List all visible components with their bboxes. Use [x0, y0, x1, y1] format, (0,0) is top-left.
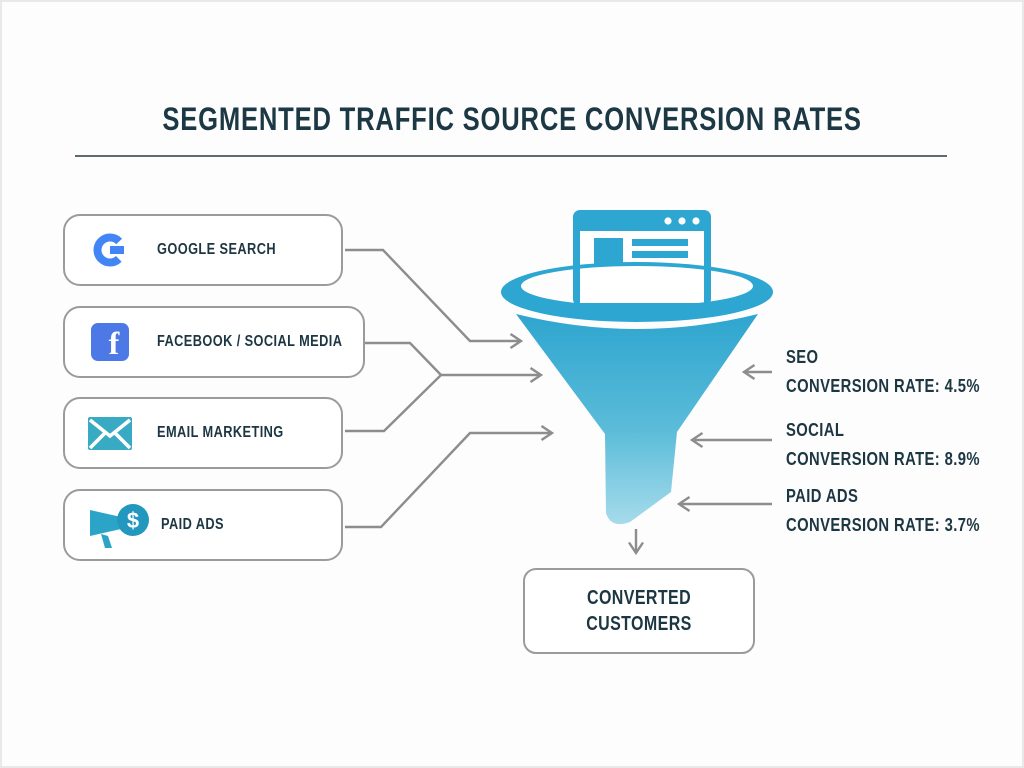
page-title: SEGMENTED TRAFFIC SOURCE CONVERSION RATE… [0, 101, 1024, 138]
rate-value: CONVERSION RATE: 3.7% [786, 514, 980, 535]
page-title-text: SEGMENTED TRAFFIC SOURCE CONVERSION RATE… [162, 101, 862, 137]
svg-text:$: $ [127, 508, 139, 533]
rate-name: SEO [786, 346, 819, 367]
browser-dot-icon [692, 217, 700, 225]
google-icon [87, 227, 133, 273]
connector-google-to-funnel [345, 248, 524, 349]
source-box-google-search: GOOGLE SEARCH [63, 214, 343, 286]
svg-text:f: f [109, 325, 120, 361]
source-label: EMAIL MARKETING [157, 424, 284, 441]
converted-customers-box: CONVERTED CUSTOMERS [523, 568, 755, 654]
funnel-cone [516, 314, 758, 525]
rate-name: PAID ADS [786, 485, 859, 506]
source-box-facebook: f FACEBOOK / SOCIAL MEDIA [63, 306, 365, 378]
paid-ads-icon: $ [87, 502, 151, 548]
source-box-email: EMAIL MARKETING [63, 397, 343, 469]
rate-callout-paid-ads: PAID ADS CONVERSION RATE: 3.7% [786, 482, 1016, 540]
dollar-badge-icon [117, 504, 149, 536]
megaphone-icon [90, 510, 121, 536]
facebook-icon: f [87, 319, 133, 365]
source-label: FACEBOOK / SOCIAL MEDIA [157, 333, 343, 350]
email-icon [87, 410, 133, 456]
rate-name: SOCIAL [786, 419, 845, 440]
funnel-rim [501, 262, 773, 322]
output-label-line1: CONVERTED [586, 587, 692, 609]
browser-text-bar [632, 239, 688, 246]
connector-lines [345, 248, 772, 556]
source-label: PAID ADS [161, 516, 224, 533]
rate-value: CONVERSION RATE: 4.5% [786, 375, 980, 396]
connector-facebook-to-funnel [365, 341, 544, 383]
browser-window-icon [573, 210, 711, 306]
source-box-paid-ads: $ PAID ADS [63, 489, 343, 561]
source-label: GOOGLE SEARCH [157, 241, 276, 258]
browser-thumbnail [594, 238, 623, 264]
rate-value: CONVERSION RATE: 8.9% [786, 448, 980, 469]
connector-paidads-to-funnel [345, 425, 555, 529]
title-divider [75, 155, 947, 157]
connector-email-merge [345, 374, 442, 433]
browser-text-bar [632, 251, 688, 258]
browser-dot-icon [678, 217, 686, 225]
rate-callout-social: SOCIAL CONVERSION RATE: 8.9% [786, 416, 1016, 474]
rate-callout-seo: SEO CONVERSION RATE: 4.5% [786, 343, 1016, 401]
output-label-line2: CUSTOMERS [586, 613, 692, 635]
browser-dot-icon [664, 217, 672, 225]
